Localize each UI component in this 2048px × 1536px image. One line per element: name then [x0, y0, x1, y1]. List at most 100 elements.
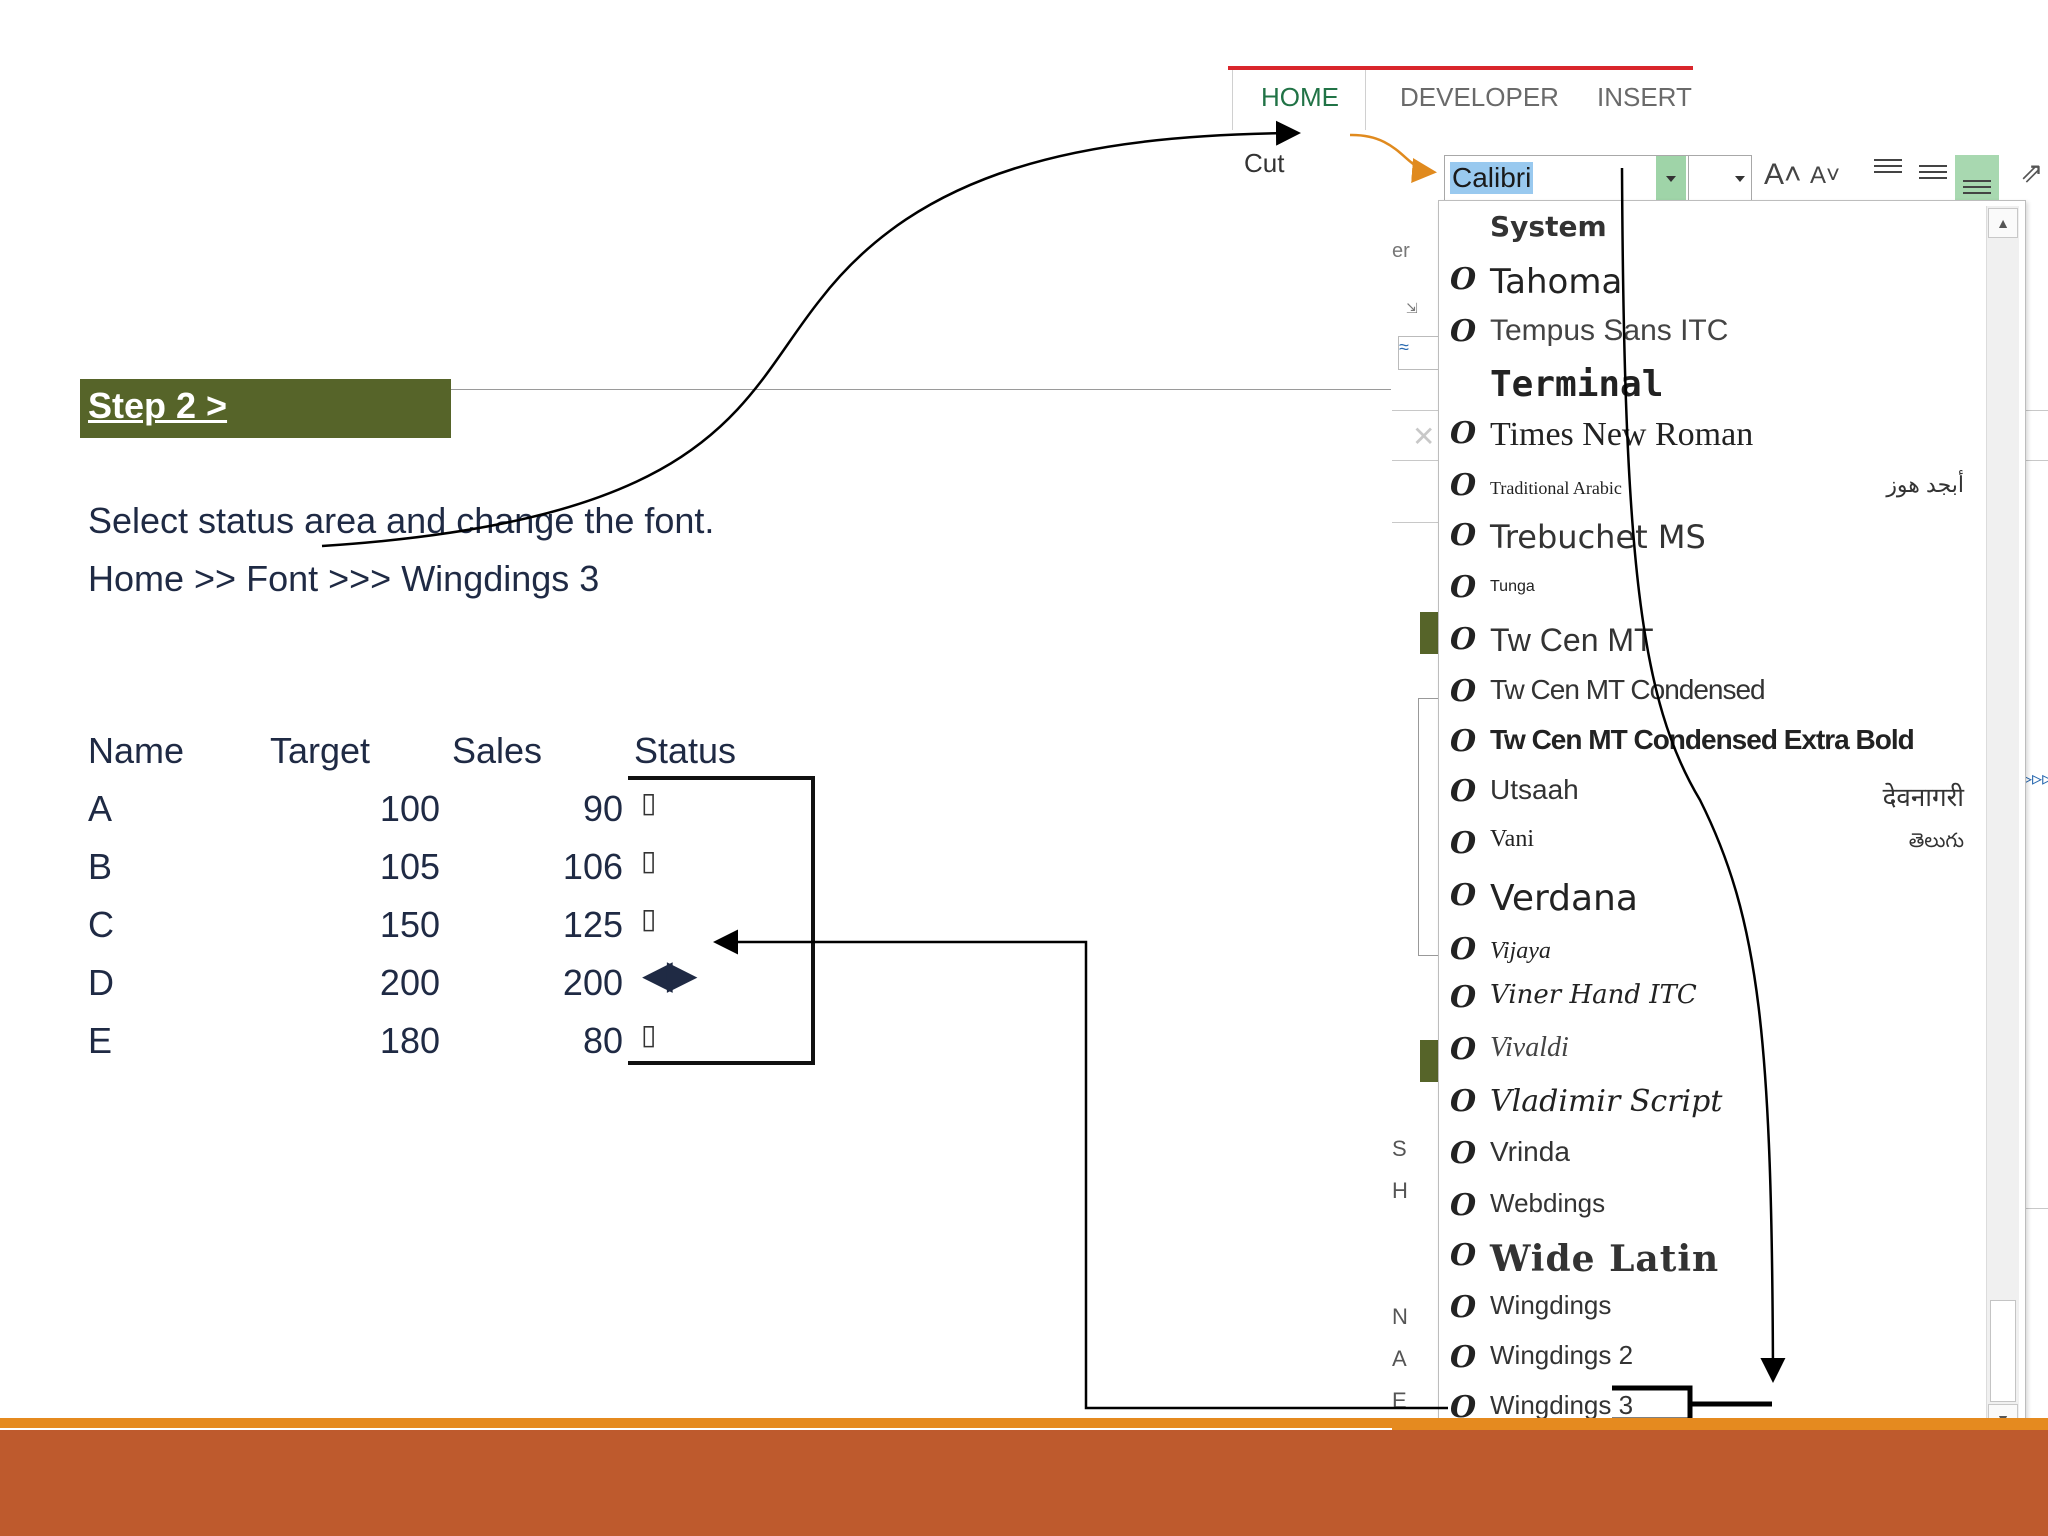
font-option-label: System	[1490, 210, 1607, 243]
truetype-font-icon: O	[1450, 1032, 1477, 1067]
font-name-value[interactable]: Calibri	[1450, 162, 1534, 194]
accent-gap	[0, 1428, 1392, 1430]
arrow-to-home-tab	[321, 120, 1301, 548]
truetype-font-icon: O	[1450, 1136, 1477, 1171]
font-option-vladimir-script[interactable]: O Vladimir Script	[1448, 1080, 1978, 1130]
chevron-down-icon	[1666, 176, 1676, 182]
status-cell[interactable]: ▯	[641, 1019, 657, 1050]
divider	[451, 389, 1391, 390]
scroll-up-icon[interactable]: ▲	[1988, 208, 2018, 238]
instruction-line-1: Select status area and change the font.	[88, 500, 715, 541]
accent-line	[0, 1418, 2048, 1430]
font-option-webdings[interactable]: O Webdings	[1448, 1184, 1978, 1234]
cell-name: B	[88, 846, 113, 887]
font-option-tw-cen-mt[interactable]: O Tw Cen MT	[1448, 618, 1978, 668]
shrink-font-button[interactable]: A˅	[1810, 162, 1841, 189]
font-option-label: Viner Hand ITC	[1490, 980, 1697, 1010]
font-option-times-new-roman[interactable]: O Times New Roman	[1448, 412, 1978, 462]
truetype-font-icon: O	[1450, 1340, 1477, 1375]
step-banner	[80, 379, 451, 438]
dropdown-scrollbar[interactable]	[1986, 206, 2019, 1428]
truetype-font-icon: O	[1450, 1084, 1477, 1119]
font-option-label: Utsaah	[1490, 774, 1579, 805]
font-dropdown-button[interactable]	[1656, 156, 1686, 201]
font-option-label: Vani	[1490, 826, 1534, 852]
font-option-label: Vrinda	[1490, 1136, 1570, 1167]
cancel-icon: ✕	[1412, 421, 1436, 452]
font-option-tempus-sans[interactable]: O Tempus Sans ITC	[1448, 310, 1978, 360]
font-option-sample: देवनागरी	[1882, 782, 1964, 812]
font-size-combobox[interactable]	[1688, 155, 1752, 203]
truetype-font-icon: O	[1450, 1238, 1477, 1273]
cell-target: 200	[379, 962, 440, 1003]
font-option-vijaya[interactable]: O Vijaya	[1448, 928, 1978, 978]
font-option-label: Verdana	[1490, 878, 1638, 919]
font-dropdown-list	[1438, 200, 2026, 1430]
cell-sales: 80	[582, 1020, 623, 1061]
font-option-label: Wide Latin	[1490, 1238, 1720, 1280]
arrow-down-to-wingdings3	[1620, 167, 1786, 1383]
font-option-utsaah[interactable]: O Utsaah देवनागरी	[1448, 770, 1978, 820]
font-option-vivaldi[interactable]: O Vivaldi	[1448, 1028, 1978, 1078]
ribbon-fragment: er	[1392, 240, 1410, 262]
status-cell[interactable]: ▯	[641, 787, 657, 818]
font-option-wide-latin[interactable]: O Wide Latin	[1448, 1234, 1978, 1284]
truetype-font-icon: O	[1450, 980, 1477, 1015]
font-option-label: Wingdings 3	[1490, 1390, 1634, 1420]
font-option-verdana[interactable]: O Verdana	[1448, 874, 1978, 924]
font-option-label: Wingdings	[1490, 1290, 1612, 1320]
font-option-wingdings-2[interactable]: O Wingdings 2	[1448, 1336, 1978, 1386]
align-middle-icon[interactable]	[1915, 158, 1953, 188]
truetype-font-icon: O	[1450, 774, 1477, 809]
font-option-trebuchet[interactable]: O Trebuchet MS	[1448, 514, 1978, 564]
truetype-font-icon: O	[1450, 724, 1477, 759]
cell-target: 105	[379, 846, 440, 887]
instruction-line-2: Home >> Font >>> Wingdings 3	[88, 558, 600, 599]
grow-font-button[interactable]: A˄	[1764, 158, 1802, 191]
font-option-vani[interactable]: O Vani తెలుగు	[1448, 822, 1978, 872]
header-sales: Sales	[452, 730, 543, 771]
font-option-traditional-arabic[interactable]: O Traditional Arabic أبجد هوز	[1448, 464, 1978, 514]
truetype-font-icon: O	[1450, 932, 1477, 967]
header-target: Target	[270, 730, 371, 771]
truetype-font-icon: O	[1450, 1188, 1477, 1223]
font-option-tw-cen-mt-condensed-extra-bold[interactable]: O Tw Cen MT Condensed Extra Bold	[1448, 720, 1978, 770]
font-option-label: Tw Cen MT Condensed	[1490, 674, 1766, 705]
footer-band	[0, 1430, 2048, 1536]
align-bottom-button[interactable]	[1955, 155, 1999, 201]
font-option-sample: أبجد هوز	[1886, 472, 1964, 497]
truetype-font-icon: O	[1450, 570, 1477, 605]
cell-name: A	[88, 788, 113, 829]
font-option-tahoma[interactable]: O Tahoma	[1448, 258, 1978, 308]
font-option-vrinda[interactable]: O Vrinda	[1448, 1132, 1978, 1182]
status-bracket	[628, 776, 815, 1065]
font-option-wingdings[interactable]: O Wingdings	[1448, 1286, 1978, 1336]
font-option-label: Tw Cen MT Condensed Extra Bold	[1490, 724, 1915, 755]
font-option-viner-hand[interactable]: O Viner Hand ITC	[1448, 976, 1978, 1026]
truetype-font-icon: O	[1450, 674, 1477, 709]
truetype-font-icon: O	[1450, 518, 1477, 553]
truetype-font-icon: O	[1450, 878, 1477, 913]
cell-target: 100	[379, 788, 440, 829]
font-option-label: Tahoma	[1490, 262, 1623, 302]
align-top-icon[interactable]	[1870, 152, 1908, 182]
dialog-launcher-icon: ⇲	[1406, 300, 1418, 316]
orientation-icon[interactable]: ⇗	[2020, 157, 2044, 188]
tab-insert[interactable]: INSERT	[1597, 82, 1692, 112]
scroll-thumb[interactable]	[1990, 1300, 2016, 1402]
cut-button[interactable]: Cut	[1244, 148, 1285, 178]
status-cell-wingdings[interactable]: ◀▶	[642, 953, 697, 997]
status-cell[interactable]: ▯	[641, 903, 657, 934]
font-option-terminal[interactable]: Terminal	[1448, 360, 1978, 410]
font-option-label: Vivaldi	[1490, 1032, 1569, 1063]
cell-sales: 90	[582, 788, 623, 829]
font-option-tunga[interactable]: O Tunga	[1448, 566, 1978, 616]
font-option-system[interactable]: System	[1448, 206, 1978, 256]
truetype-font-icon: O	[1450, 314, 1477, 349]
font-option-label: Vladimir Script	[1490, 1084, 1723, 1119]
tab-home[interactable]: HOME	[1261, 82, 1339, 112]
font-option-tw-cen-mt-condensed[interactable]: O Tw Cen MT Condensed	[1448, 670, 1978, 720]
tab-developer[interactable]: DEVELOPER	[1400, 82, 1559, 112]
status-cell[interactable]: ▯	[641, 845, 657, 876]
